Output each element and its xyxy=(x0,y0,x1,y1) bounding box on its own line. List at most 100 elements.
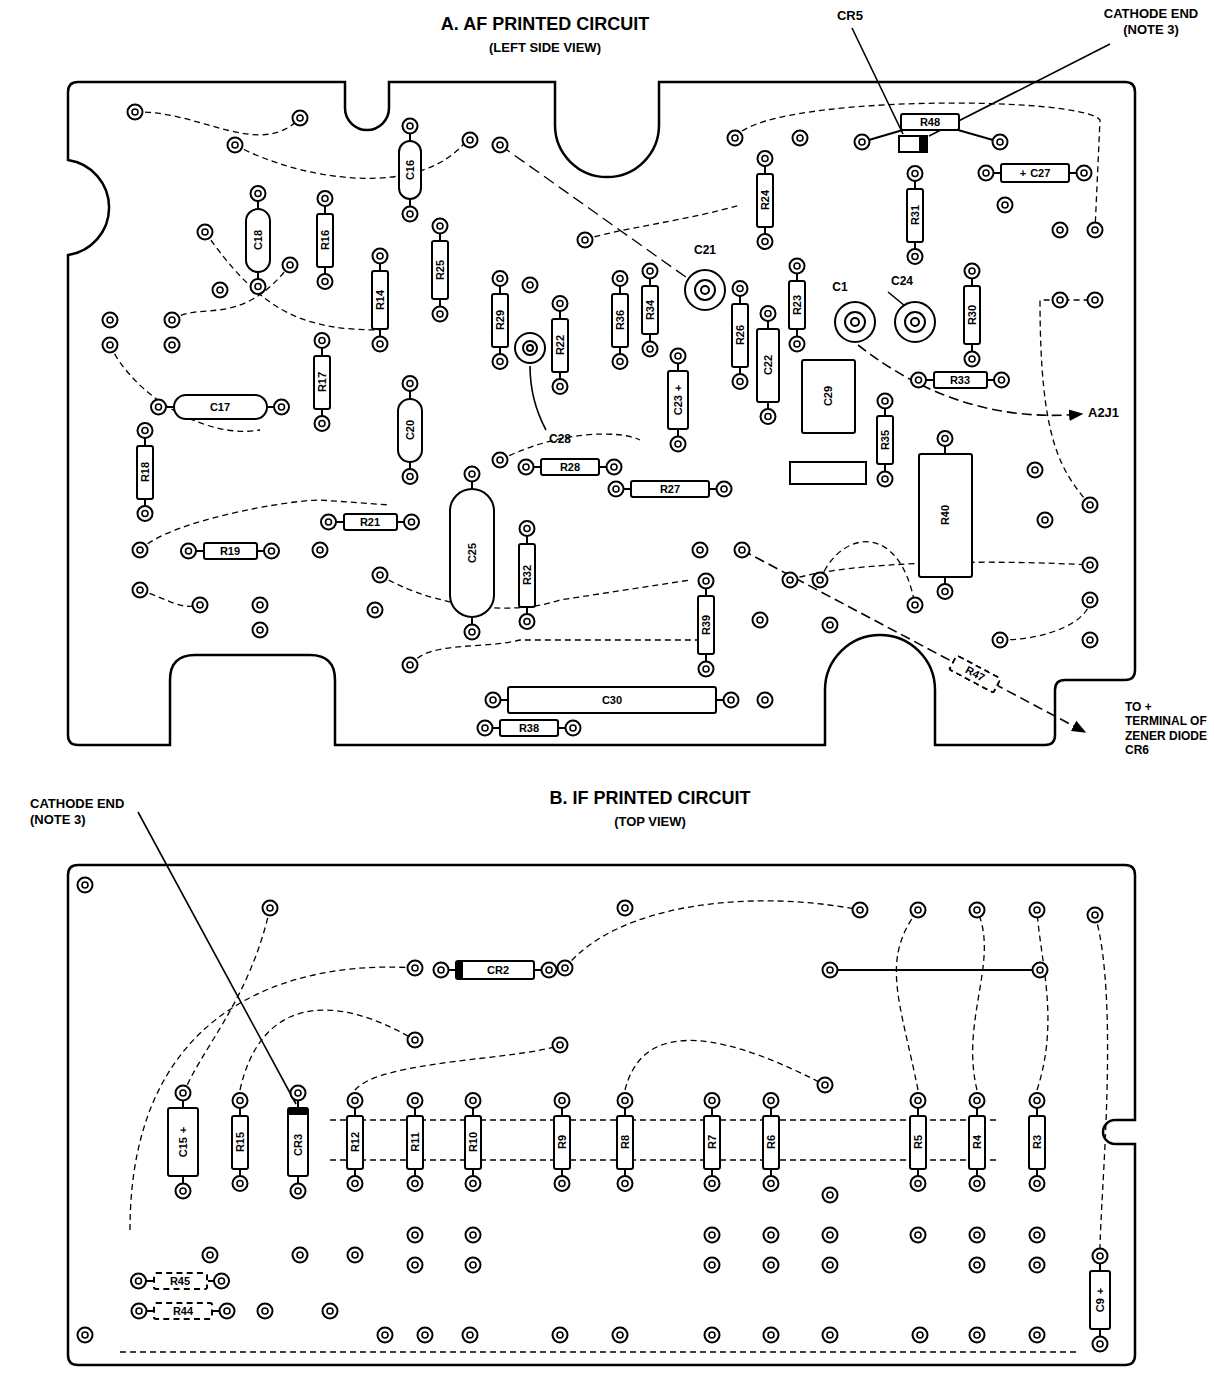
part-number: C16 xyxy=(405,160,416,180)
pad-hole xyxy=(319,338,325,344)
pad-ring xyxy=(1083,558,1098,573)
pad-ring xyxy=(78,878,93,893)
pad-ring xyxy=(463,133,478,148)
resistor-body: R33 xyxy=(933,371,988,389)
pad-ring xyxy=(1088,223,1103,238)
pad-ring xyxy=(403,469,418,484)
pad-ring xyxy=(555,1093,570,1108)
pad-ring xyxy=(643,264,658,279)
pad-hole xyxy=(377,341,383,347)
solder-pad xyxy=(165,338,180,353)
solder-pad xyxy=(131,1274,146,1289)
solder-pad xyxy=(853,903,868,918)
pad-hole xyxy=(407,381,413,387)
pad-ring xyxy=(466,1176,481,1191)
solder-pad xyxy=(1088,908,1103,923)
resistor-body: R27 xyxy=(630,480,710,498)
pad-ring xyxy=(258,1304,273,1319)
solder-pad xyxy=(408,1033,423,1048)
pad-hole xyxy=(709,1181,715,1187)
part-label: R27 xyxy=(660,484,680,495)
diode-body: CR2 xyxy=(455,960,535,980)
pad-hole xyxy=(1087,502,1093,508)
solder-pad xyxy=(523,278,538,293)
pad-ring xyxy=(705,1328,720,1343)
pad-ring xyxy=(348,1093,363,1108)
pad-ring xyxy=(1053,293,1068,308)
resistor-body: R30 xyxy=(963,285,981,345)
solder-pad xyxy=(965,352,980,367)
pad-ring xyxy=(434,963,449,978)
solder-pad xyxy=(705,1328,720,1343)
part-number: C27 xyxy=(1030,168,1050,179)
pad-ring xyxy=(176,1086,191,1101)
pad-hole xyxy=(617,276,623,282)
pad-ring xyxy=(566,721,581,736)
capacitor-body: C16 xyxy=(398,140,422,200)
printed-trace xyxy=(1095,915,1108,1250)
solder-pad xyxy=(993,135,1008,150)
pad-hole xyxy=(703,578,709,584)
pad-ring xyxy=(764,1258,779,1273)
solder-pad xyxy=(733,374,748,389)
pad-ring xyxy=(233,1093,248,1108)
pad-hole xyxy=(497,457,503,463)
pad-hole xyxy=(257,627,263,633)
solder-pad xyxy=(764,1258,779,1273)
pad-hole xyxy=(768,1332,774,1338)
part-number: R48 xyxy=(920,117,940,128)
solder-pad xyxy=(418,1328,433,1343)
solder-pad xyxy=(348,1248,363,1263)
solder-pad xyxy=(699,662,714,677)
part-label: C15+ xyxy=(178,1127,189,1158)
pad-ring xyxy=(378,1328,393,1343)
pad-ring xyxy=(965,264,980,279)
pad-hole xyxy=(279,404,285,410)
pad-ring xyxy=(523,278,538,293)
pad-ring xyxy=(733,374,748,389)
printed-trace xyxy=(530,366,546,430)
pad-ring xyxy=(1030,1176,1045,1191)
pad-hole xyxy=(559,1098,565,1104)
pad-ring xyxy=(853,903,868,918)
pad-hole xyxy=(352,1181,358,1187)
pad-hole xyxy=(482,725,488,731)
pad-hole xyxy=(412,1262,418,1268)
pad-hole xyxy=(709,1332,715,1338)
pad-ring xyxy=(520,614,535,629)
pad-ring xyxy=(466,1258,481,1273)
pad-ring xyxy=(671,349,686,364)
pad-hole xyxy=(974,1181,980,1187)
solder-pad xyxy=(970,1328,985,1343)
solder-pad xyxy=(693,543,708,558)
pad-hole xyxy=(999,377,1005,383)
part-label: R8 xyxy=(620,1135,631,1149)
solder-pad xyxy=(321,515,336,530)
pad-hole xyxy=(559,1181,565,1187)
pad-hole xyxy=(827,1192,833,1198)
pad-hole xyxy=(709,1232,715,1238)
pad-hole xyxy=(697,547,703,553)
part-number: R15 xyxy=(235,1132,246,1152)
pad-ring xyxy=(764,1093,779,1108)
pad-hole xyxy=(1097,1341,1103,1347)
note-callout: TO + TERMINAL OF ZENER DIODE CR6 xyxy=(1125,700,1207,758)
part-label: R44 xyxy=(173,1306,193,1317)
pad-ring xyxy=(618,901,633,916)
part-outline xyxy=(899,136,927,152)
pad-ring xyxy=(705,1258,720,1273)
solder-pad xyxy=(823,963,838,978)
pad-hole xyxy=(437,311,443,317)
solder-pad xyxy=(274,400,289,415)
part-number: R23 xyxy=(792,295,803,315)
pad-hole xyxy=(237,1098,243,1104)
pad-ring xyxy=(523,341,537,355)
pad-ring xyxy=(970,1258,985,1273)
solder-pad xyxy=(818,1078,833,1093)
pad-ring xyxy=(313,543,328,558)
pad-hole xyxy=(942,589,948,595)
pad-ring xyxy=(408,1093,423,1108)
pad-ring xyxy=(1093,1249,1108,1264)
solder-pad xyxy=(979,166,994,181)
pad-hole xyxy=(912,254,918,260)
